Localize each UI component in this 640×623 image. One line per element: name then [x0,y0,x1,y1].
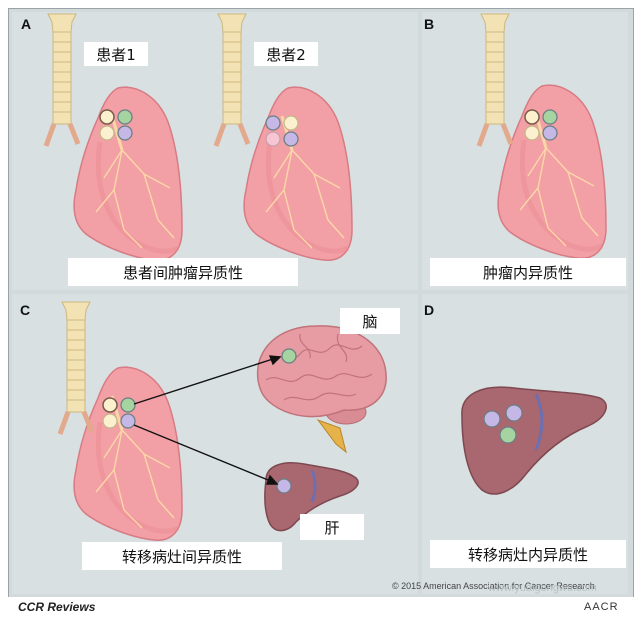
clone-dot [277,479,291,493]
brain-illustration [258,326,387,452]
panel-label-a: A [21,16,31,32]
caption-d: 转移病灶内异质性 [430,540,626,568]
clone-dot [525,126,539,140]
panel-label-c: C [20,302,30,318]
panel-label-d: D [424,302,434,318]
liver-large-illustration [462,387,606,494]
patient-1-label: 患者1 [84,42,148,66]
clone-dot [543,126,557,140]
clone-dot [103,398,117,412]
liver-label: 肝 [300,514,364,540]
clone-dot [118,110,132,124]
trachea-c [60,302,92,434]
clone-dot [525,110,539,124]
clone-dot [100,110,114,124]
clone-dot [100,126,114,140]
brain-label: 脑 [340,308,400,334]
lung-patient-2 [244,87,352,260]
clone-dot [543,110,557,124]
clone-dot [284,116,298,130]
clone-dot [506,405,522,421]
clone-dot [284,132,298,146]
caption-c: 转移病灶间异质性 [82,542,282,570]
trachea-patient-2 [216,14,248,146]
watermark: www.yuaigongwu.com [488,582,597,594]
footer-bar [0,597,640,623]
journal-name: CCR Reviews [18,600,95,614]
patient-2-label: 患者2 [254,42,318,66]
aacr-logo: AACR [584,601,619,613]
clone-dot [266,116,280,130]
trachea-b [479,14,511,146]
clone-dot [484,411,500,427]
caption-b: 肿瘤内异质性 [430,258,626,286]
clone-dot [121,398,135,412]
clone-dot [121,414,135,428]
clone-dot [103,414,117,428]
clone-dot [266,132,280,146]
clone-dot [282,349,296,363]
clone-dot [118,126,132,140]
trachea-patient-1 [46,14,78,146]
caption-a: 患者间肿瘤异质性 [68,258,298,286]
panel-label-b: B [424,16,434,32]
clone-dot [500,427,516,443]
